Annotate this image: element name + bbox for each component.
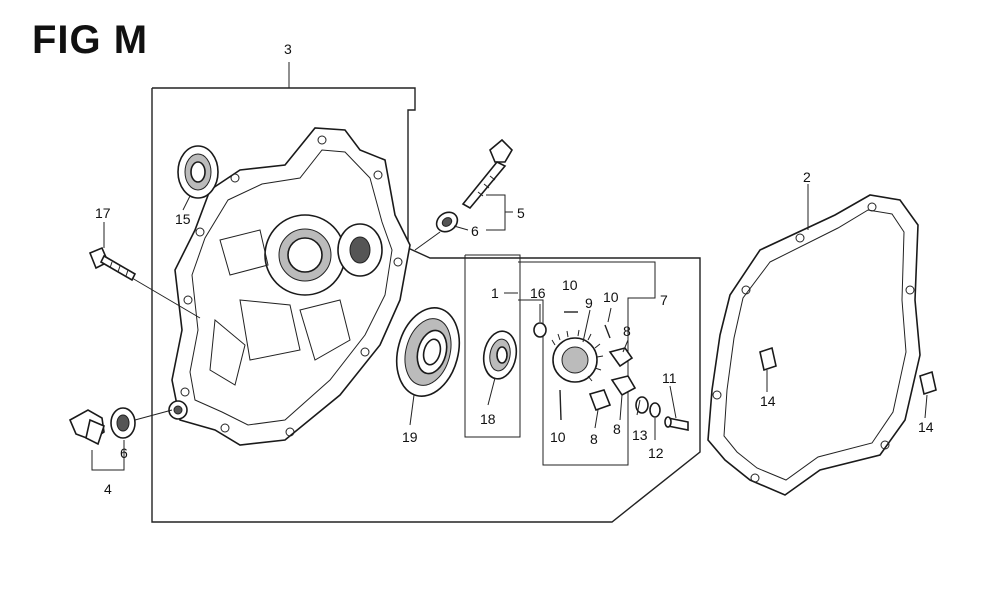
callout-6a: 6 [471,223,479,239]
assembly-outline-3 [151,87,701,523]
callout-16: 16 [530,285,546,301]
callout-14b: 14 [918,419,934,435]
callout-7: 7 [660,292,668,308]
callout-4: 4 [104,481,112,497]
oil-pump-parts [533,311,689,431]
ball-bearing-19 [395,307,461,397]
o-ring-6-dipstick [414,211,459,251]
callout-6b: 6 [120,445,128,461]
oil-seal-18 [482,330,518,380]
callout-15: 15 [175,211,191,227]
dowel-pin-14-left [759,346,777,372]
callout-2: 2 [803,169,811,185]
crankcase-cover [168,127,411,446]
callout-14a: 14 [760,393,776,409]
gasket-2 [707,194,921,496]
callout-18: 18 [480,411,496,427]
callout-10b: 10 [603,289,619,305]
assembly-outline-1 [464,254,521,438]
bolt-17 [88,246,201,319]
callout-3: 3 [284,41,292,57]
dowel-pin-14-right [919,370,937,396]
callout-8a: 8 [623,323,631,339]
callout-10c: 10 [550,429,566,445]
callout-10a: 10 [562,277,578,293]
callout-11: 11 [662,370,677,386]
callout-19: 19 [402,429,418,445]
callout-1: 1 [491,285,499,301]
oil-dipstick-5 [461,138,514,210]
callout-labels: 3 2 17 15 5 6 1 16 10 9 10 7 8 11 19 18 … [95,41,934,497]
leader-lines [91,184,928,471]
callout-8b: 8 [590,431,598,447]
callout-8c: 8 [613,421,621,437]
callout-5: 5 [517,205,525,221]
washer-6-drain [110,407,173,439]
callout-17: 17 [95,205,111,221]
callout-13: 13 [632,427,648,443]
figure-title: FIG M [32,18,149,62]
drain-plug-4 [68,409,105,446]
callout-9: 9 [585,295,593,311]
oil-seal-15 [177,145,219,199]
callout-12: 12 [648,445,664,461]
